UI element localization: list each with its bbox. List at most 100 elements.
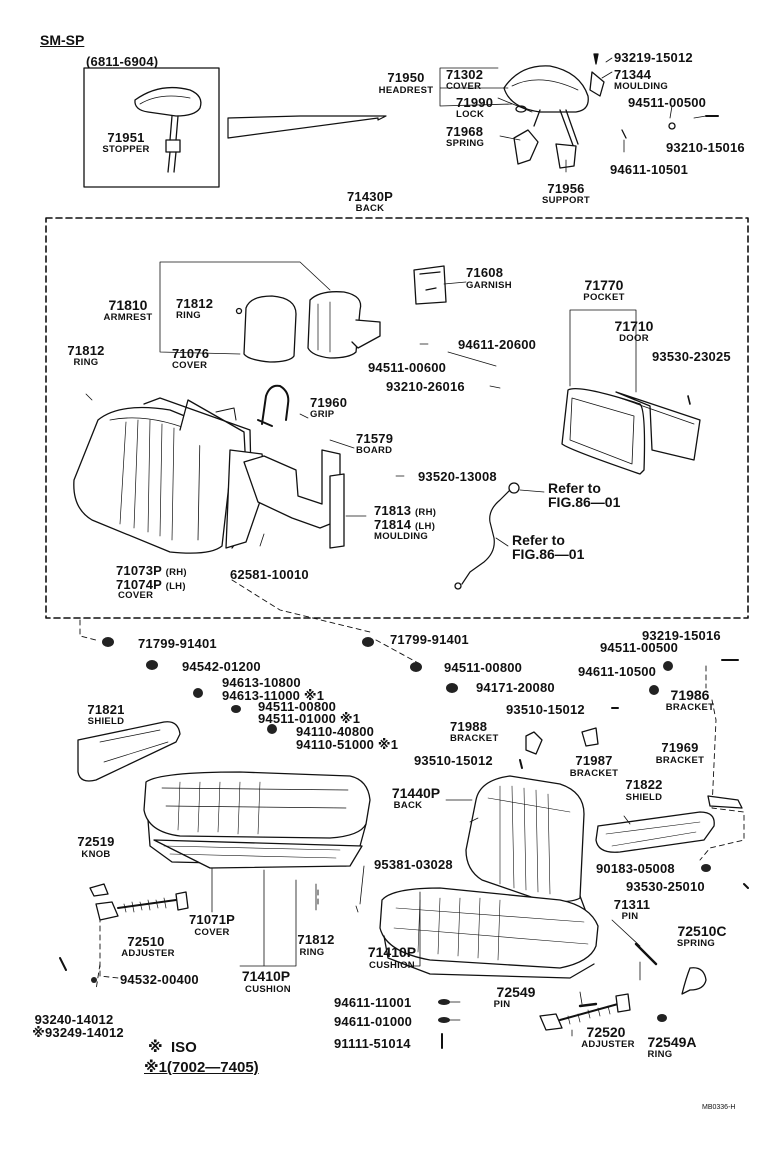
name-71074P: COVER [118, 590, 154, 601]
part-94511-00500-a: 94511-00500 [628, 95, 707, 110]
cushion-left-drawing [143, 771, 371, 869]
part-71799-91401-a: 71799-91401 [138, 636, 217, 651]
name-71311: PIN [621, 911, 639, 922]
part-95381-03028: 95381-03028 [374, 857, 453, 872]
part-71799-91401-b: 71799-91401 [390, 632, 469, 647]
part-93510-15012-a: 93510-15012 [506, 702, 585, 717]
knob-drawing [89, 883, 109, 897]
name-71076: COVER [172, 360, 208, 371]
part-71986: 71986 [670, 687, 710, 703]
part-71987: 71987 [575, 753, 613, 768]
inset-frame [83, 67, 220, 188]
name-72519: KNOB [81, 849, 111, 860]
name-71986: BRACKET [665, 702, 715, 713]
name-71410P-right: CUSHION [369, 960, 415, 971]
name-71302: COVER [446, 81, 482, 92]
part-72549A: 72549A [647, 1034, 697, 1050]
dashed-leaders [79, 579, 745, 991]
part-94110-40800: 94110-40800 [296, 724, 375, 739]
legend-note-1: ※1(7002—7405) [144, 1059, 259, 1076]
part-72510: 72510 [127, 934, 165, 949]
part-71074P: 71074P (LH) [116, 577, 186, 592]
reference-note-2: Refer to FIG.86—01 [512, 532, 585, 562]
part-94611-01000: 94611-01000 [334, 1014, 413, 1029]
name-71812-c: RING [299, 947, 325, 958]
pin-72549-drawing [578, 1002, 598, 1008]
shield-left-drawing [77, 721, 181, 782]
part-94511-00800-a: 94511-00800 [258, 699, 337, 714]
name-71951: STOPPER [102, 144, 150, 155]
garnish-drawing [413, 265, 447, 305]
part-94511-01000: 94511-01000 ※1 [258, 711, 361, 726]
board-drawing [243, 449, 341, 529]
part-71821: 71821 [87, 702, 125, 717]
part-71960: 71960 [310, 395, 348, 410]
part-93219-15016: 93219-15016 [642, 628, 721, 643]
part-94542-01200: 94542-01200 [182, 659, 261, 674]
part-94511-00800-b: 94511-00800 [444, 660, 523, 675]
bracket-71987-drawing [581, 727, 599, 747]
name-71987: BRACKET [569, 768, 619, 779]
part-71812-a: 71812 [176, 296, 214, 311]
name-71430P: BACK [355, 203, 385, 214]
inset-headrest-drawing [134, 86, 202, 173]
bolt-small [59, 659, 749, 1049]
name-71344: MOULDING [614, 81, 669, 92]
back-seat-drawing [73, 397, 267, 554]
part-94613-11000: 94613-11000 ※1 [222, 688, 325, 703]
name-71812-b: RING [73, 357, 99, 368]
part-71813: 71813 (RH) [374, 503, 437, 518]
part-71990: 71990 [456, 95, 494, 110]
name-71814: MOULDING [374, 531, 429, 542]
part-93210-15016: 93210-15016 [666, 140, 745, 155]
shield-right-drawing [595, 811, 715, 853]
part-71410P-left: 71410P [241, 968, 291, 984]
name-71710: DOOR [619, 333, 649, 344]
part-71073P: 71073P (RH) [116, 563, 187, 578]
part-93520-13008: 93520-13008 [418, 469, 497, 484]
name-72520: ADJUSTER [581, 1039, 635, 1050]
ring-72549a-drawing [657, 1014, 667, 1022]
back-leaders [85, 281, 545, 547]
part-94511-00600: 94511-00600 [368, 360, 447, 375]
part-93219-15012: 93219-15012 [614, 50, 693, 65]
name-71988: BRACKET [450, 733, 499, 744]
name-72549: PIN [493, 999, 511, 1010]
part-71969: 71969 [661, 740, 699, 755]
cushion-right-drawing [379, 887, 599, 979]
part-71410P-right: 71410P [367, 944, 417, 960]
name-72510: ADJUSTER [121, 948, 175, 959]
wire-harness-drawing [461, 489, 511, 585]
name-71812-a: RING [176, 310, 201, 321]
part-71579: 71579 [356, 431, 394, 446]
name-71960: GRIP [310, 409, 335, 420]
headrest-bracket [439, 57, 707, 173]
name-72510C: SPRING [676, 938, 716, 949]
part-71812-c: 71812 [297, 932, 335, 947]
part-93210-26016: 93210-26016 [386, 379, 465, 394]
part-94110-51000: 94110-51000 ※1 [296, 737, 399, 752]
part-94511-00500-b: 94511-00500 [600, 640, 679, 655]
name-71990: LOCK [456, 109, 485, 120]
legend-iso: ※ ISO [148, 1039, 197, 1056]
part-71968: 71968 [446, 124, 484, 139]
part-71440P: 71440P [391, 785, 441, 801]
date-range: (6811-6904) [86, 54, 159, 69]
part-71608: 71608 [466, 265, 504, 280]
part-94611-10500: 94611-10500 [578, 664, 657, 679]
part-90183-05008: 90183-05008 [596, 861, 675, 876]
part-93530-23025: 93530-23025 [652, 349, 731, 364]
name-71821: SHIELD [87, 716, 125, 727]
name-71071P: COVER [194, 927, 230, 938]
part-71071P: 71071P [188, 912, 236, 927]
hardware-items [91, 637, 711, 1023]
model-header: SM-SP [40, 32, 85, 48]
moulding-drawing [329, 473, 345, 549]
part-71822: 71822 [625, 777, 663, 792]
name-71969: BRACKET [655, 755, 705, 766]
part-71951: 71951 [107, 130, 145, 145]
part-71950: 71950 [387, 70, 425, 85]
part-71812-b: 71812 [67, 343, 105, 358]
part-71814: 71814 (LH) [374, 517, 436, 532]
name-71410P-left: CUSHION [245, 984, 291, 995]
